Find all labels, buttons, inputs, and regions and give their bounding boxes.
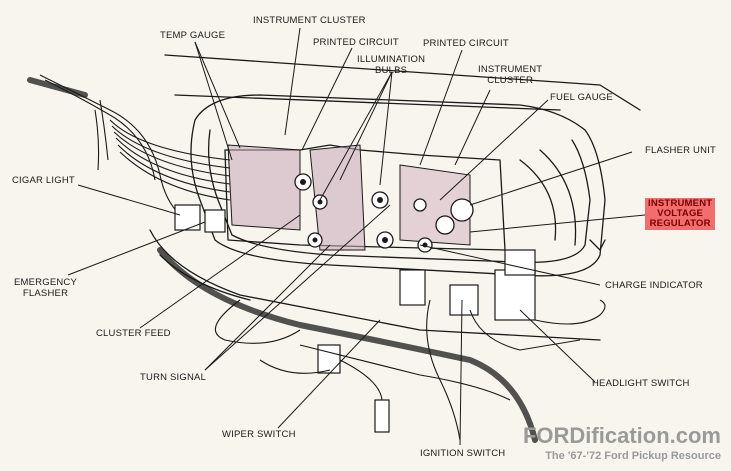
flasher-unit xyxy=(450,198,474,222)
label-ivr-line2: VOLTAGE xyxy=(657,208,704,219)
turn-signal-plug xyxy=(317,344,341,374)
label-illumination-bulbs-line1: ILLUMINATION xyxy=(357,54,426,65)
ignition-connector xyxy=(449,284,479,316)
label-emergency-flasher: EMERGENCY FLASHER xyxy=(14,277,77,299)
label-flasher-unit: FLASHER UNIT xyxy=(645,145,717,156)
label-illumination-bulbs-line2: BULBS xyxy=(375,65,408,76)
label-instrument-voltage-regulator: INSTRUMENT VOLTAGE REGULATOR xyxy=(645,198,716,230)
label-charge-indicator: CHARGE INDICATOR xyxy=(605,280,703,291)
dash-top-edge xyxy=(164,54,641,111)
cigar-light-body xyxy=(174,204,201,231)
label-ivr-line1: INSTRUMENT xyxy=(648,198,713,209)
connector xyxy=(399,269,426,306)
label-fuel-gauge: FUEL GAUGE xyxy=(550,92,613,103)
watermark-subtitle: The '67-'72 Ford Pickup Resource xyxy=(545,450,721,462)
label-emergency-flasher-line1: EMERGENCY xyxy=(14,277,78,288)
printed-circuit-center xyxy=(309,144,366,251)
label-cigar-light: CIGAR LIGHT xyxy=(12,175,75,186)
label-printed-circuit-left: PRINTED CIRCUIT xyxy=(313,37,399,48)
label-turn-signal: TURN SIGNAL xyxy=(140,372,207,383)
voltage-regulator xyxy=(435,215,455,235)
leader-instrument-cluster-top xyxy=(284,27,301,136)
label-emergency-flasher-line2: FLASHER xyxy=(22,288,69,299)
wiper-switch-plug xyxy=(374,399,390,433)
watermark-title: FORDification.com xyxy=(522,423,721,448)
label-headlight-switch: HEADLIGHT SWITCH xyxy=(592,378,690,389)
printed-circuit-left xyxy=(227,144,301,231)
label-instrument-cluster-right: INSTRUMENT CLUSTER xyxy=(478,64,542,86)
label-wiper-switch: WIPER SWITCH xyxy=(222,429,296,440)
label-illumination-bulbs: ILLUMINATION BULBS xyxy=(357,54,425,76)
label-cluster-feed: CLUSTER FEED xyxy=(96,328,171,339)
bulb-socket xyxy=(413,198,427,212)
label-ivr-line3: REGULATOR xyxy=(649,218,711,229)
label-temp-gauge: TEMP GAUGE xyxy=(160,30,226,41)
label-ignition-switch: IGNITION SWITCH xyxy=(420,448,506,459)
label-instrument-cluster-right-line2: CLUSTER xyxy=(487,75,534,86)
label-printed-circuit-right: PRINTED CIRCUIT xyxy=(423,38,509,49)
cluster-front xyxy=(224,144,506,251)
headlight-switch-body xyxy=(494,269,536,321)
label-instrument-cluster-right-line1: INSTRUMENT xyxy=(478,64,543,75)
label-instrument-cluster-top: INSTRUMENT CLUSTER xyxy=(253,15,366,26)
